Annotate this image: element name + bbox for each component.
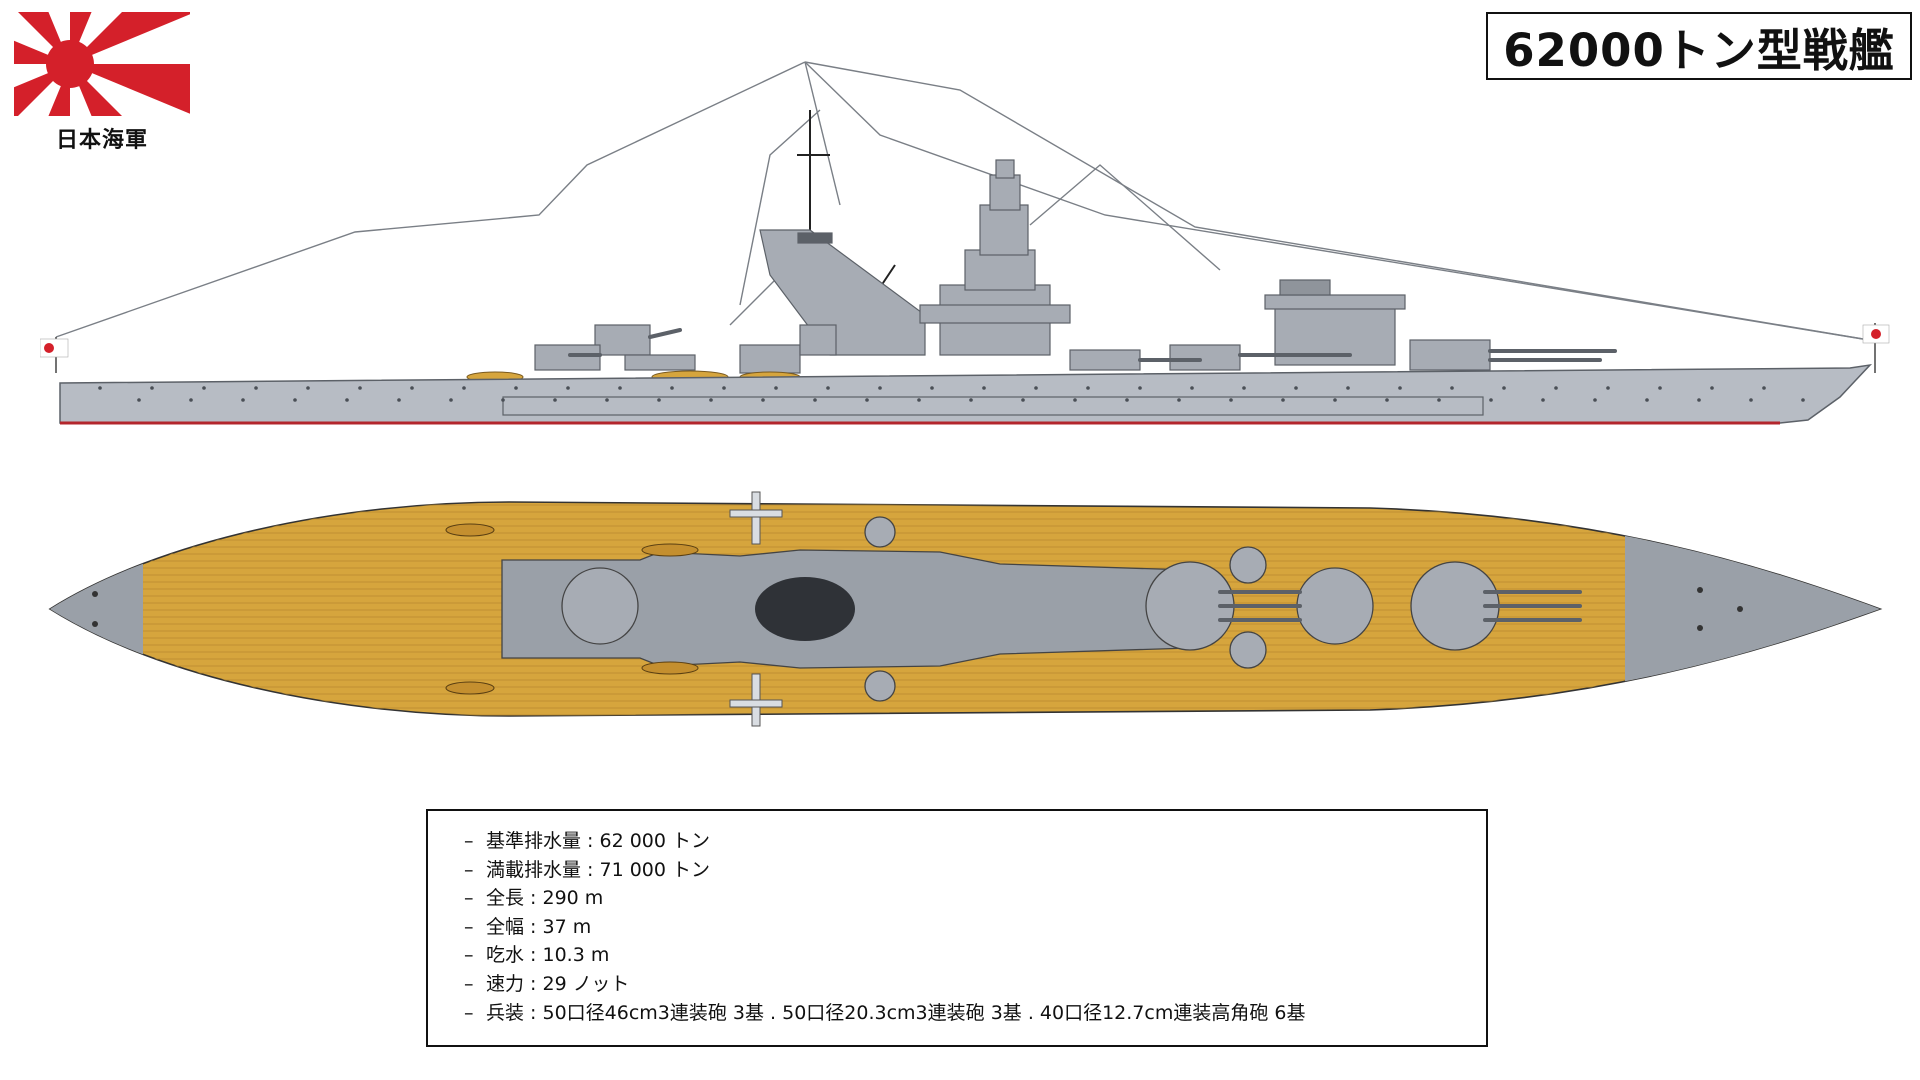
spec-line-full-displacement: –満載排水量 : 71 000 トン: [464, 858, 711, 881]
spec-list: –基準排水量 : 62 000 トン –満載排水量 : 71 000 トン –全…: [464, 827, 1486, 1027]
spec-line-beam: –全幅 : 37 m: [464, 915, 592, 938]
ensign-block: 日本海軍: [14, 12, 190, 154]
spec-line-standard-displacement: –基準排水量 : 62 000 トン: [464, 830, 711, 852]
spec-line-speed: –速力 : 29 ノット: [464, 972, 630, 995]
spec-line-armament: –兵装 : 50口径46cm3連装砲 3基 . 50口径20.3cm3連装砲 3…: [464, 1001, 1306, 1024]
ship-deck-plan: [48, 491, 1883, 727]
ship-side-profile: [40, 61, 1890, 425]
rising-sun-ensign-icon: [14, 12, 190, 116]
title-box: 62000トン型戦艦: [1486, 12, 1912, 80]
spec-box: –基準排水量 : 62 000 トン –満載排水量 : 71 000 トン –全…: [426, 809, 1488, 1047]
spec-line-length: –全長 : 290 m: [464, 887, 604, 910]
page-title: 62000トン型戦艦: [1503, 23, 1895, 77]
spec-line-draft: –吃水 : 10.3 m: [464, 944, 610, 967]
navy-label: 日本海軍: [55, 128, 148, 153]
